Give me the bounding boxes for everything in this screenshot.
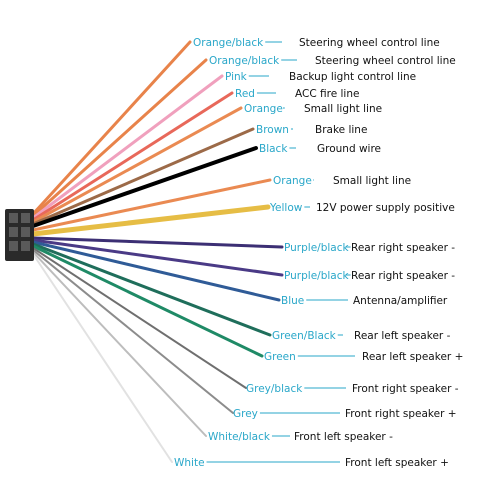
wire-function-label: Front left speaker + <box>345 457 449 469</box>
wire-14 <box>31 244 264 358</box>
connector-pin <box>9 241 18 251</box>
connector-pin <box>21 213 30 223</box>
connector-pin <box>21 241 30 251</box>
wire-15 <box>32 247 247 389</box>
wire-7 <box>31 146 258 228</box>
wire-color-label: Brown <box>256 124 289 136</box>
wire-color-label: White <box>174 457 205 469</box>
wire-color-label: Purple/black <box>284 270 349 282</box>
wire-function-label: 12V power supply positive <box>316 202 455 214</box>
wire-color-label: Orange <box>244 103 283 115</box>
wire-function-label: Backup light control line <box>289 71 416 83</box>
wires-layer <box>30 40 284 463</box>
wire-color-label: Orange <box>273 175 312 187</box>
wire-1 <box>31 40 192 216</box>
wire-function-label: Steering wheel control line <box>315 55 456 67</box>
wire-function-label: Rear right speaker - <box>351 242 455 254</box>
wire-10 <box>31 236 284 249</box>
wire-9 <box>30 204 271 237</box>
wire-function-label: Rear right speaker - <box>351 270 455 282</box>
wire-5 <box>31 106 243 224</box>
wire-function-label: Brake line <box>315 124 367 136</box>
wire-function-label: Small light line <box>304 103 382 115</box>
wire-function-label: Rear left speaker - <box>354 330 451 342</box>
wire-color-label: Black <box>259 143 288 155</box>
wire-17 <box>32 251 207 437</box>
wire-color-label: Grey <box>233 408 258 420</box>
wire-color-label: White/black <box>208 431 271 443</box>
wire-color-label: Yellow <box>269 202 303 214</box>
wire-color-label: Red <box>235 88 255 100</box>
wire-color-label: Purple/black <box>284 242 349 254</box>
wire-color-label: Pink <box>225 71 248 83</box>
wire-function-label: ACC fire line <box>295 88 359 100</box>
wire-function-label: Front right speaker - <box>352 383 459 395</box>
wire-2 <box>31 58 208 218</box>
wire-color-label: Orange/black <box>193 37 264 49</box>
connector-pin <box>21 227 30 237</box>
wire-16 <box>32 249 234 414</box>
connector-pin <box>9 227 18 237</box>
wire-function-label: Small light line <box>333 175 411 187</box>
wire-function-label: Front right speaker + <box>345 408 457 420</box>
wire-function-label: Antenna/amplifier <box>353 295 448 307</box>
wire-color-label: Green/Black <box>272 330 337 342</box>
wire-12 <box>31 240 281 302</box>
wire-color-label: Green <box>264 351 296 363</box>
wire-8 <box>31 178 272 232</box>
wire-18 <box>32 253 173 463</box>
wire-function-label: Front left speaker - <box>294 431 393 443</box>
wire-function-label: Ground wire <box>317 143 381 155</box>
wire-function-label: Rear left speaker + <box>362 351 463 363</box>
wire-13 <box>31 242 272 337</box>
wire-function-label: Steering wheel control line <box>299 37 440 49</box>
wire-6 <box>31 127 255 226</box>
wire-color-label: Orange/black <box>209 55 280 67</box>
wire-3 <box>31 74 224 220</box>
connector-pin <box>9 213 18 223</box>
wire-4 <box>31 91 234 222</box>
harness-connector <box>5 209 34 261</box>
wire-11 <box>31 238 284 277</box>
wire-color-label: Grey/black <box>246 383 303 395</box>
wire-color-label: Blue <box>281 295 304 307</box>
